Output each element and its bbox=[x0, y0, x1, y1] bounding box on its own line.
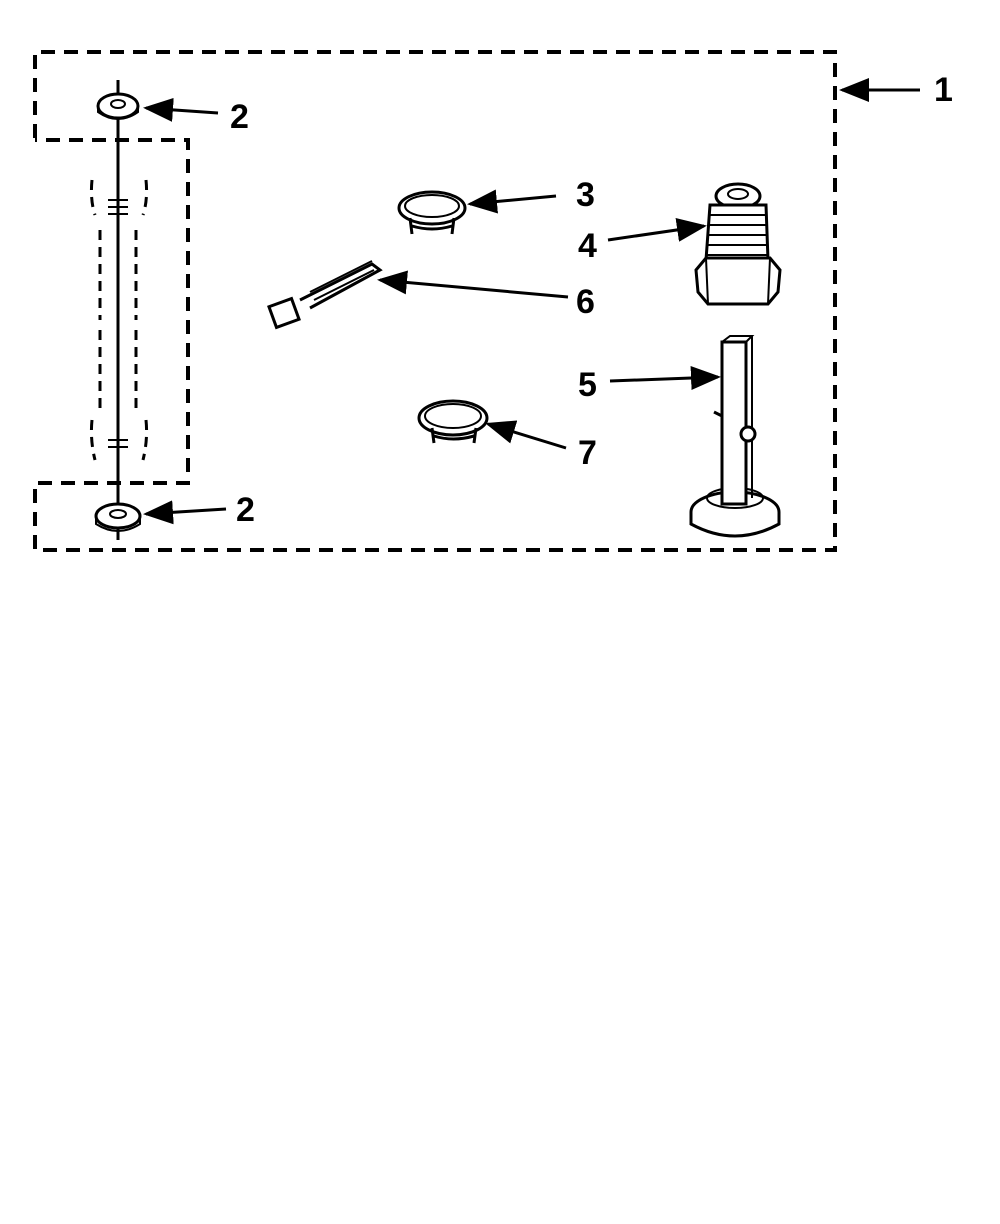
leader-6 bbox=[377, 270, 569, 299]
hose-fitting bbox=[694, 182, 782, 306]
callout-6: 6 bbox=[576, 283, 595, 321]
leader-3 bbox=[467, 189, 557, 214]
leveling-leg bbox=[689, 335, 781, 538]
cable-tie bbox=[267, 260, 383, 330]
kit-boundary bbox=[33, 50, 837, 552]
hose-clamp-upper bbox=[397, 190, 467, 235]
leader-5 bbox=[609, 366, 721, 390]
leader-2-top bbox=[143, 97, 219, 122]
leader-4 bbox=[607, 218, 707, 242]
leader-2-bottom bbox=[143, 500, 227, 525]
callout-1: 1 bbox=[934, 71, 953, 109]
washer-bottom bbox=[94, 502, 142, 532]
callout-5: 5 bbox=[578, 366, 597, 404]
callout-7: 7 bbox=[578, 434, 597, 472]
callout-2-bottom: 2 bbox=[236, 491, 255, 529]
callout-3: 3 bbox=[576, 176, 595, 214]
leader-7 bbox=[485, 420, 567, 450]
washer-top bbox=[96, 92, 140, 120]
hose-assembly bbox=[89, 80, 149, 540]
callout-4: 4 bbox=[578, 227, 597, 265]
hose-clamp-lower bbox=[417, 399, 489, 444]
callout-2-top: 2 bbox=[230, 98, 249, 136]
